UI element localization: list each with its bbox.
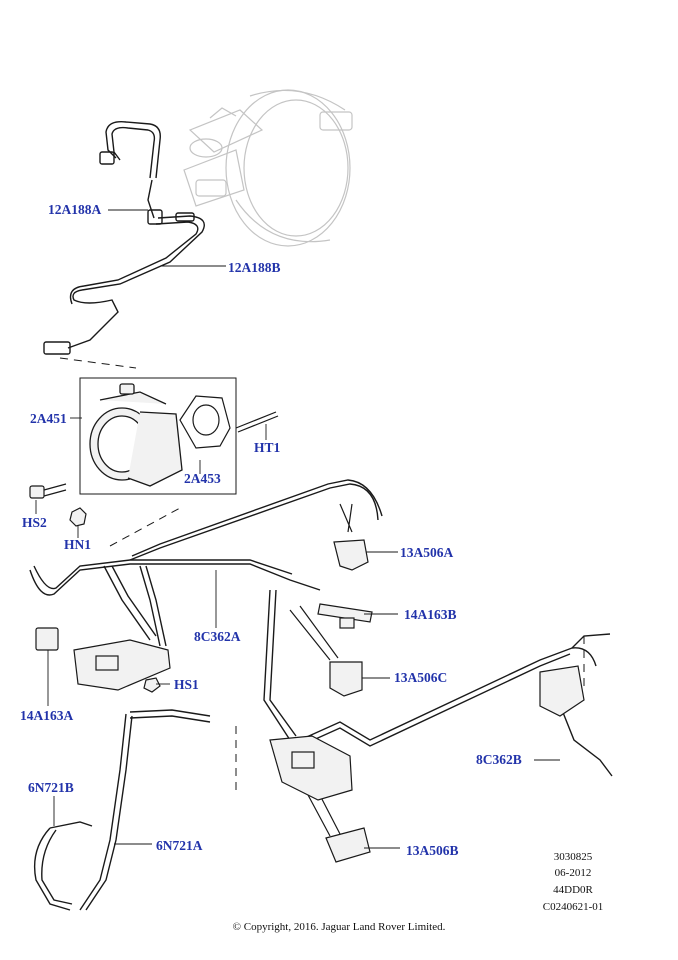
callout-13a506b[interactable]: 13A506B — [406, 843, 459, 858]
bolt-hs1[interactable] — [143, 677, 161, 693]
brake-pipe-harness[interactable] — [29, 479, 613, 777]
pump-group-frame — [59, 357, 237, 495]
callout-6n721b[interactable]: 6N721B — [28, 780, 74, 795]
reference-code: 44DD0R — [553, 884, 593, 896]
callout-8c362b[interactable]: 8C362B — [476, 752, 522, 767]
brake-booster-ghost — [183, 89, 353, 247]
hose-assembly[interactable] — [33, 709, 211, 911]
callout-6n721a[interactable]: 6N721A — [156, 838, 203, 853]
callout-hs1[interactable]: HS1 — [174, 677, 199, 692]
callout-12a188b[interactable]: 12A188B — [228, 260, 281, 275]
guide-lines — [109, 507, 585, 790]
reference-number: 3030825 — [553, 851, 593, 863]
callout-2a453[interactable]: 2A453 — [184, 471, 221, 486]
vacuum-pipe[interactable] — [43, 121, 205, 355]
callout-hn1[interactable]: HN1 — [64, 537, 91, 552]
callout-14a163a[interactable]: 14A163A — [20, 708, 74, 723]
callout-2a451[interactable]: 2A451 — [30, 411, 67, 426]
reference-illustration-id: C0240621-01 — [542, 901, 604, 913]
clip-13a506b[interactable] — [299, 775, 371, 863]
callout-ht1[interactable]: HT1 — [254, 440, 281, 455]
pipe-bracket-8c362b[interactable] — [539, 665, 585, 717]
stud-ht1[interactable] — [235, 411, 279, 433]
callout-12a188a[interactable]: 12A188A — [48, 202, 102, 217]
vacuum-pump[interactable] — [89, 383, 183, 487]
callout-14a163b[interactable]: 14A163B — [404, 607, 457, 622]
reference-date: 06-2012 — [554, 867, 592, 879]
pump-gasket[interactable] — [179, 395, 231, 449]
valve-block-left[interactable] — [73, 639, 171, 691]
valve-block-right[interactable] — [269, 735, 353, 801]
bolt-hs2[interactable] — [29, 483, 67, 499]
callout-8c362a[interactable]: 8C362A — [194, 629, 241, 644]
bracket-14a163b[interactable] — [317, 603, 373, 629]
bracket-14a163a[interactable] — [35, 627, 59, 651]
clip-13a506c[interactable] — [289, 605, 363, 697]
nut-hn1[interactable] — [69, 507, 87, 527]
clip-13a506a[interactable] — [333, 503, 369, 571]
copyright-notice: © Copyright, 2016. Jaguar Land Rover Lim… — [232, 921, 446, 933]
callout-13a506c[interactable]: 13A506C — [394, 670, 448, 685]
callout-13a506a[interactable]: 13A506A — [400, 545, 454, 560]
callout-hs2[interactable]: HS2 — [22, 515, 47, 530]
leader-lines — [35, 209, 560, 849]
